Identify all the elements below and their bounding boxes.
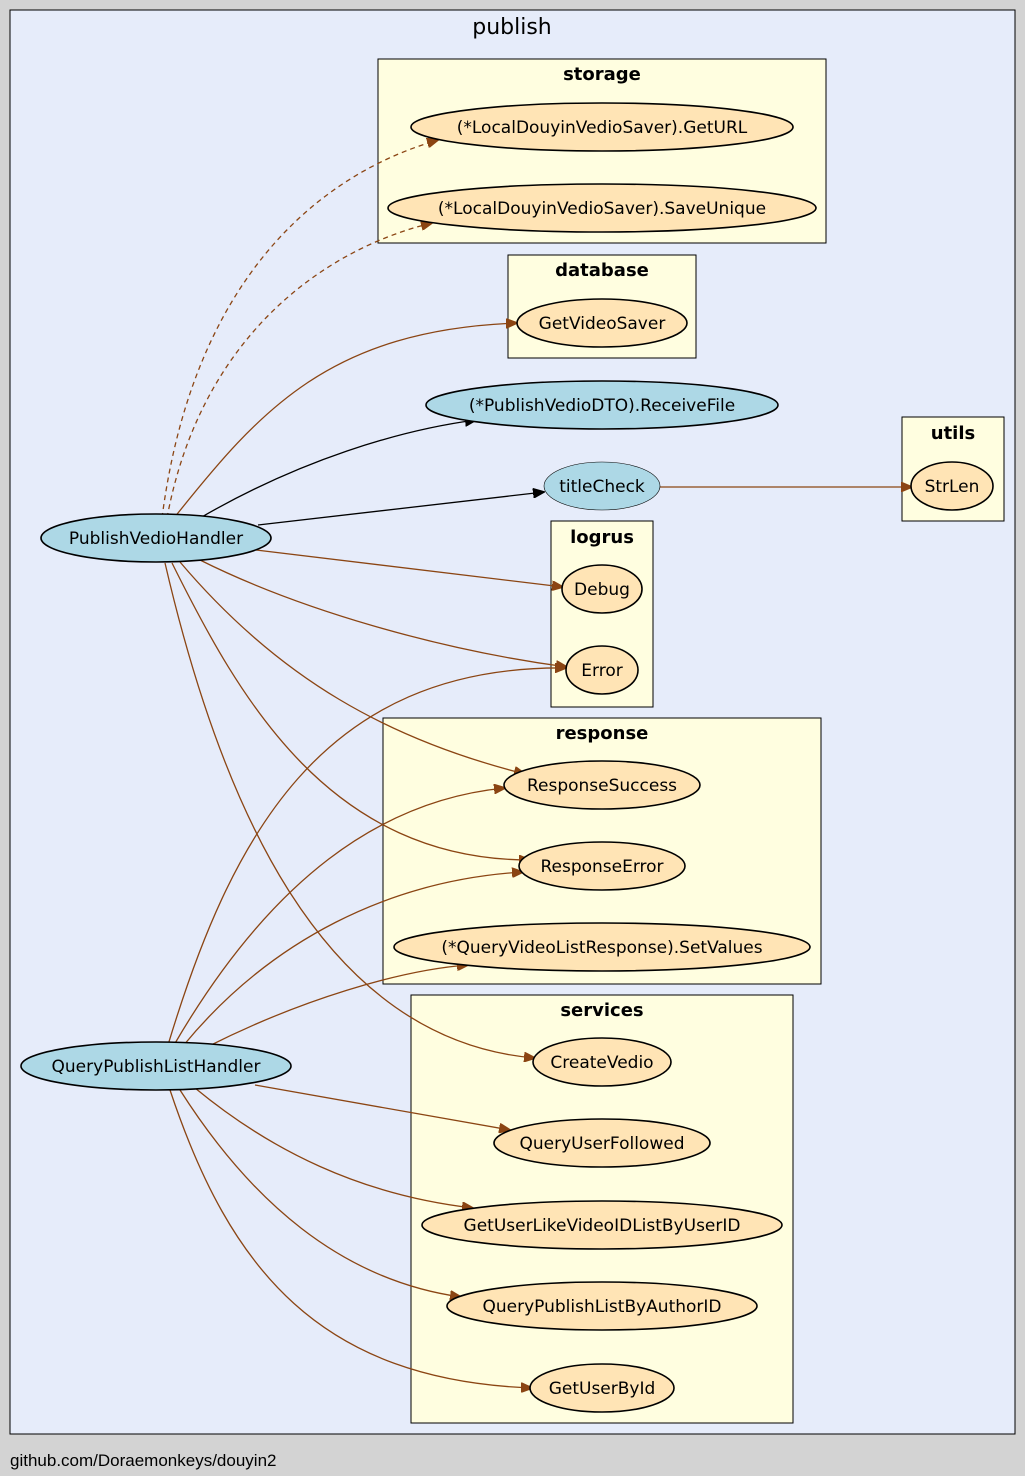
node-response-success[interactable]: ResponseSuccess: [503, 760, 701, 810]
footer-caption: github.com/Doraemonkeys/douyin2: [10, 1451, 276, 1470]
cluster-title-database: database: [555, 260, 649, 281]
cluster-title-logrus: logrus: [570, 527, 634, 548]
edge-publish-geturl: [161, 140, 438, 519]
node-label-set-values: (*QueryVideoListResponse).SetValues: [441, 938, 762, 958]
node-query-publish-list-handler[interactable]: QueryPublishListHandler: [20, 1041, 292, 1091]
node-label-title-check: titleCheck: [559, 477, 645, 497]
node-label-create-vedio: CreateVedio: [550, 1053, 653, 1073]
cluster-title-response: response: [556, 723, 649, 744]
edge-query-responsesuccess: [173, 788, 505, 1046]
node-label-save-unique: (*LocalDouyinVedioSaver).SaveUnique: [438, 199, 766, 219]
node-publish-vedio-handler[interactable]: PublishVedioHandler: [40, 513, 272, 563]
node-get-url[interactable]: (*LocalDouyinVedioSaver).GetURL: [410, 102, 794, 152]
cluster-title-utils: utils: [931, 423, 975, 444]
node-debug[interactable]: Debug: [561, 564, 643, 614]
edge-publish-responseerror: [171, 562, 530, 860]
node-label-response-error: ResponseError: [540, 857, 663, 877]
node-get-user-like-video-id-list[interactable]: GetUserLikeVideoIDListByUserID: [421, 1200, 783, 1250]
node-label-publish-vedio-handler: PublishVedioHandler: [69, 529, 243, 549]
edge-query-responseerror: [182, 872, 523, 1047]
node-set-values[interactable]: (*QueryVideoListResponse).SetValues: [393, 922, 811, 972]
edge-query-getuserlike: [194, 1087, 473, 1208]
edge-publish-titlecheck: [257, 492, 544, 526]
node-label-get-user-by-id: GetUserById: [549, 1379, 656, 1399]
node-label-receive-file: (*PublishVedioDTO).ReceiveFile: [469, 396, 735, 416]
node-label-error: Error: [581, 661, 622, 681]
node-save-unique[interactable]: (*LocalDouyinVedioSaver).SaveUnique: [387, 183, 817, 233]
node-receive-file[interactable]: (*PublishVedioDTO).ReceiveFile: [425, 380, 779, 430]
node-label-str-len: StrLen: [925, 477, 980, 497]
node-query-user-followed[interactable]: QueryUserFollowed: [493, 1118, 711, 1168]
edge-query-querypublishlist: [179, 1089, 461, 1297]
node-label-query-publish-list-handler: QueryPublishListHandler: [52, 1057, 261, 1077]
edge-publish-receivefile: [199, 420, 476, 519]
node-get-video-saver[interactable]: GetVideoSaver: [516, 298, 688, 348]
edge-publish-getvideosaver: [173, 323, 517, 519]
edge-query-getuserbyid: [169, 1089, 532, 1388]
edge-query-setvalues: [206, 965, 468, 1048]
edge-publish-responsesuccess: [179, 561, 525, 774]
node-label-get-url: (*LocalDouyinVedioSaver).GetURL: [457, 118, 748, 138]
node-create-vedio[interactable]: CreateVedio: [532, 1037, 672, 1087]
cluster-title-services: services: [560, 1000, 643, 1021]
node-query-publish-list-by-author[interactable]: QueryPublishListByAuthorID: [446, 1281, 758, 1331]
node-label-get-video-saver: GetVideoSaver: [539, 314, 666, 334]
cluster-title-storage: storage: [563, 64, 641, 85]
node-label-response-success: ResponseSuccess: [527, 776, 677, 796]
edges: [161, 140, 912, 1388]
edge-query-queryuserfollowed: [254, 1084, 510, 1130]
node-label-query-publish-list-by-author: QueryPublishListByAuthorID: [482, 1297, 721, 1317]
node-label-query-user-followed: QueryUserFollowed: [520, 1134, 685, 1154]
node-get-user-by-id[interactable]: GetUserById: [529, 1363, 675, 1413]
node-title-check[interactable]: titleCheck: [543, 461, 661, 511]
package-title: publish: [472, 15, 552, 40]
node-response-error[interactable]: ResponseError: [518, 841, 686, 891]
node-str-len[interactable]: StrLen: [910, 461, 994, 511]
node-label-get-user-like-video-id-list: GetUserLikeVideoIDListByUserID: [464, 1216, 741, 1236]
edge-publish-error: [199, 559, 567, 667]
edge-query-error: [167, 668, 566, 1046]
node-error[interactable]: Error: [565, 645, 639, 695]
edge-publish-debug: [255, 549, 563, 587]
edge-publish-saveunique: [166, 223, 432, 519]
node-label-debug: Debug: [574, 580, 630, 600]
